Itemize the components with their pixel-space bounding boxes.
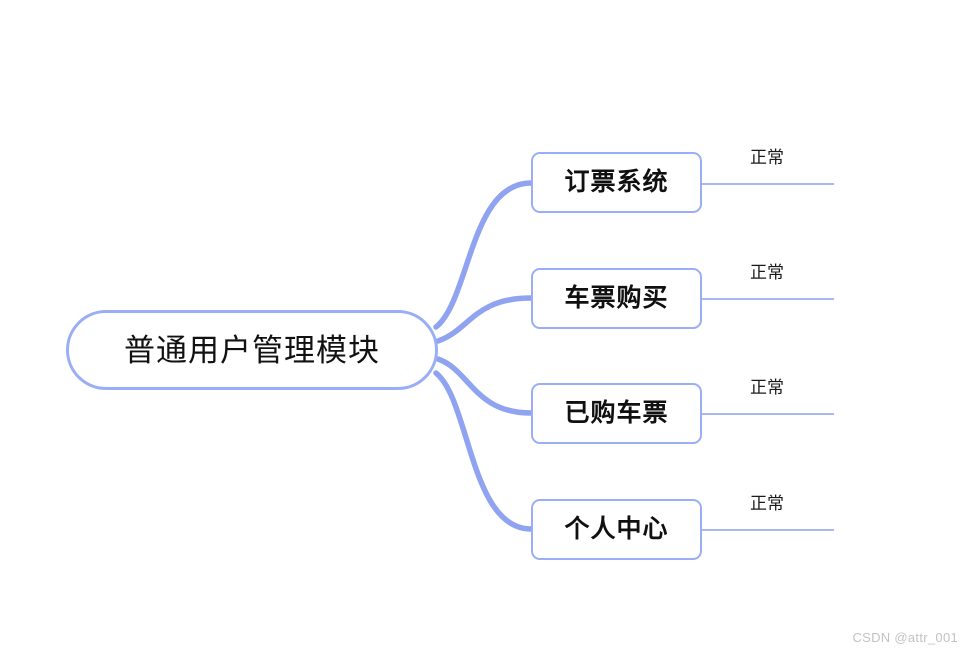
- status-label: 正常: [750, 378, 784, 397]
- status-line: [702, 413, 834, 415]
- connector-branch-2: [435, 295, 534, 344]
- status-label: 正常: [750, 148, 784, 167]
- connector-branch-1: [433, 180, 534, 330]
- branch-node-label: 车票购买: [564, 284, 669, 312]
- root-node-label: 普通用户管理模块: [124, 332, 380, 368]
- branch-node-label: 个人中心: [564, 515, 669, 543]
- branch-node-label: 订票系统: [564, 168, 669, 196]
- status-label: 正常: [750, 263, 784, 282]
- branch-node-1[interactable]: 订票系统: [531, 152, 702, 213]
- root-node[interactable]: 普通用户管理模块: [66, 310, 438, 390]
- branch-node-2[interactable]: 车票购买: [531, 268, 702, 329]
- branch-node-4[interactable]: 个人中心: [531, 499, 702, 560]
- watermark: CSDN @attr_001: [852, 630, 958, 645]
- connector-branch-3: [435, 356, 534, 416]
- branch-node-label: 已购车票: [564, 399, 669, 427]
- status-line: [702, 529, 834, 531]
- branch-node-3[interactable]: 已购车票: [531, 383, 702, 444]
- connector-branch-4: [433, 370, 534, 532]
- status-label: 正常: [750, 494, 784, 513]
- status-line: [702, 298, 834, 300]
- status-line: [702, 183, 834, 185]
